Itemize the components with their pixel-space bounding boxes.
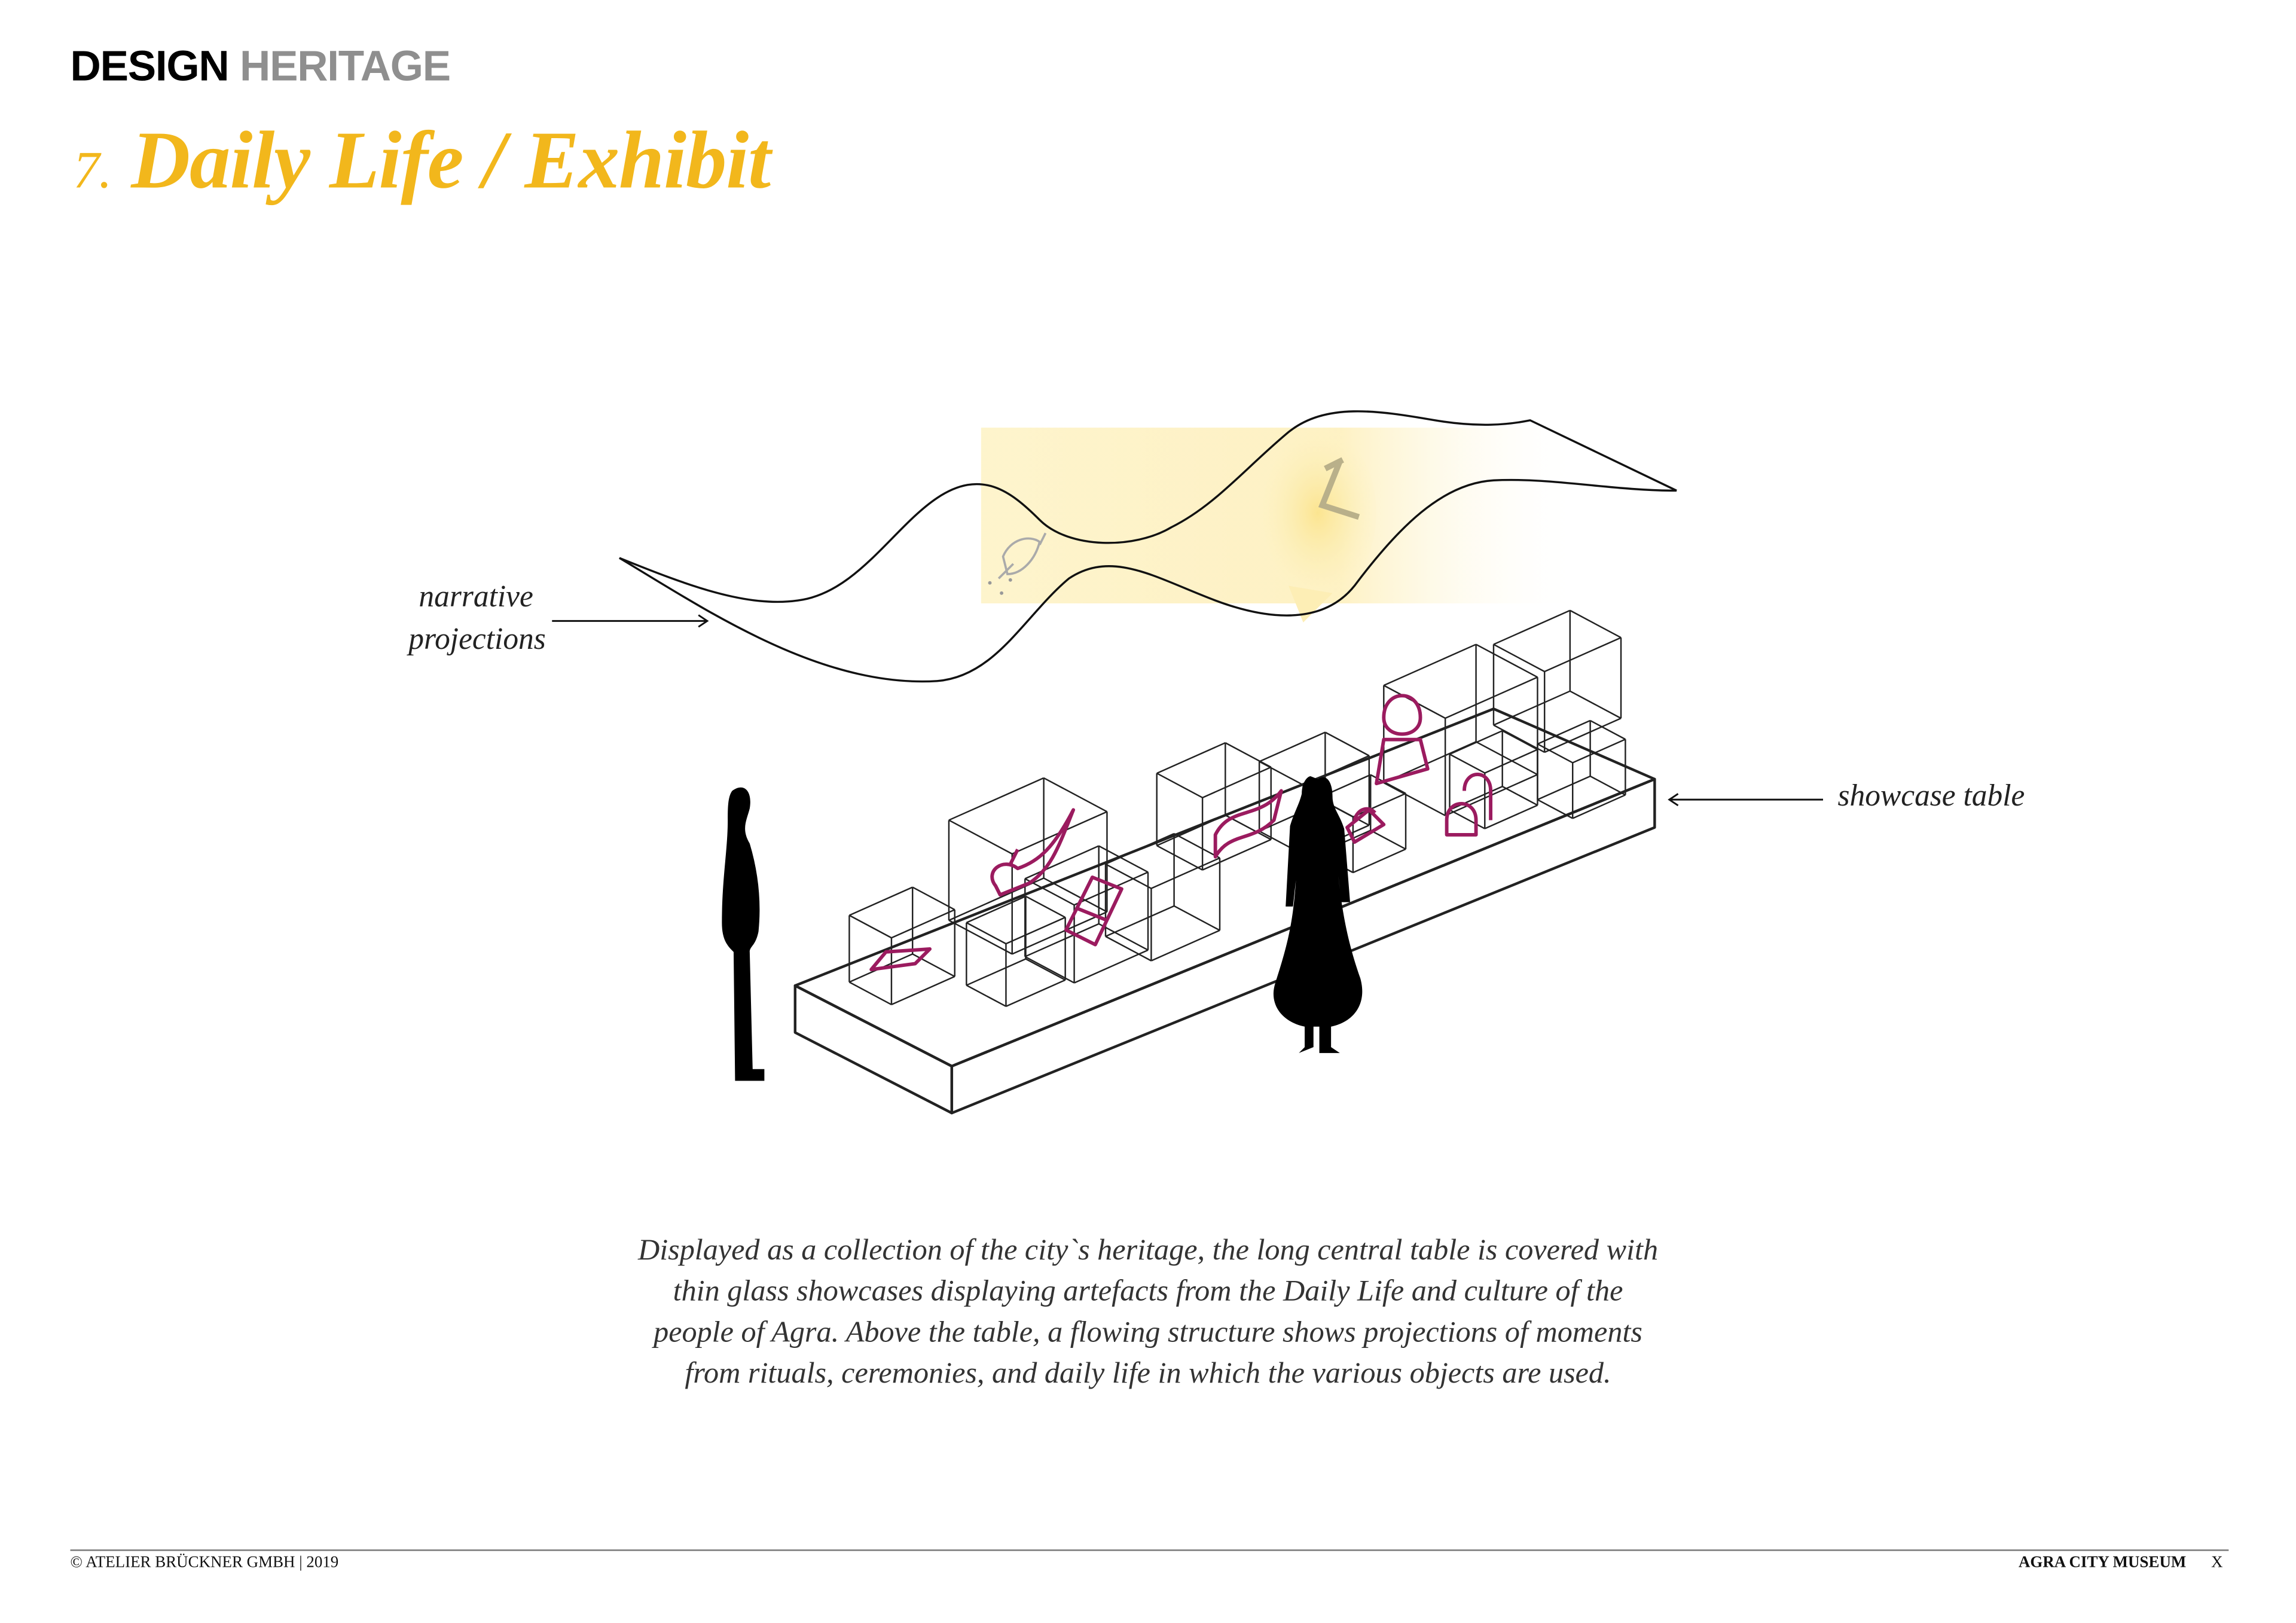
glass-showcase-cube <box>1024 845 1149 984</box>
caption-line: thin glass showcases displaying artefact… <box>673 1276 1623 1308</box>
bag-artefact-icon <box>1345 807 1386 844</box>
section-kicker: DESIGN HERITAGE <box>70 44 451 92</box>
kicker-light: HERITAGE <box>240 44 451 91</box>
artefacts <box>869 694 1493 972</box>
footer-page-number: X <box>2211 1554 2223 1572</box>
title-text: Daily Life / Exhibit <box>131 115 771 207</box>
group-artefact-icon <box>1445 773 1493 837</box>
caption-line: from rituals, ceremonies, and daily life… <box>685 1357 1611 1390</box>
glass-showcase-cube <box>848 886 955 1006</box>
book-artefact-icon <box>1064 875 1123 947</box>
visitor-woman-silhouette <box>1273 776 1363 1053</box>
glass-showcase-cube <box>1537 719 1626 819</box>
footer-project: AGRA CITY MUSEUM <box>2018 1554 2187 1572</box>
glass-showcase-cube <box>1492 609 1622 753</box>
footer-divider <box>70 1549 2229 1551</box>
visitor-man-silhouette <box>722 787 765 1081</box>
label-showcase-table: showcase table <box>1837 777 2025 813</box>
glass-showcase-cube <box>1104 832 1221 962</box>
projected-flower-icon <box>997 532 1047 579</box>
wave-structure <box>619 410 1677 683</box>
label-narrative: narrative <box>419 578 533 614</box>
figure-artefact-icon <box>1375 694 1430 786</box>
caption: Displayed as a collection of the city`s … <box>562 1230 1733 1394</box>
glass-showcase-cube <box>1449 730 1538 829</box>
page-title: 7. Daily Life / Exhibit <box>73 114 771 208</box>
shoe-artefact-icon <box>869 947 932 972</box>
projected-object-icon <box>1318 457 1360 520</box>
showcase-arrow <box>1668 793 1824 807</box>
lamp-artefact-icon <box>990 808 1076 897</box>
projection-glow <box>981 428 1581 623</box>
caption-line: people of Agra. Above the table, a flowi… <box>654 1316 1642 1349</box>
glass-showcase-cube <box>966 895 1066 1007</box>
title-number: 7. <box>73 141 112 200</box>
caption-line: Displayed as a collection of the city`s … <box>637 1234 1659 1267</box>
kicker-bold: DESIGN <box>70 44 230 91</box>
footer-copyright: © ATELIER BRÜCKNER GMBH | 2019 <box>70 1554 339 1572</box>
narrative-arrow <box>552 614 709 628</box>
textile-artefact-icon <box>1213 789 1283 859</box>
glass-showcases <box>848 609 1626 1007</box>
label-projections: projections <box>408 621 546 657</box>
glass-showcase-cube <box>1383 643 1538 816</box>
